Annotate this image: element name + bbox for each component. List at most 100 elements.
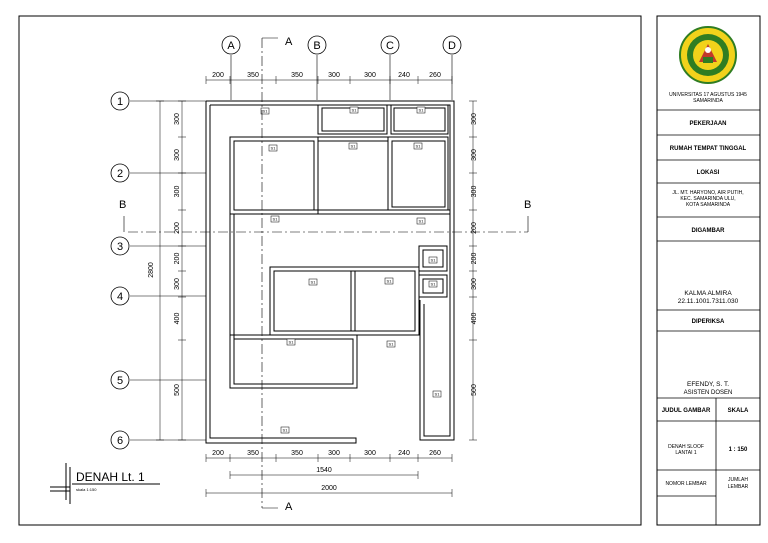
grid-label-row-4: 4 [117,291,123,303]
lecturer-name: EFENDY, S. T. [687,381,729,388]
room-tag-box [384,277,394,285]
room-tag: S1 [387,279,393,284]
lokasi-line3: KOTA SAMARINDA [686,202,731,208]
university-logo [679,26,737,84]
dim-label: 200 [471,222,478,234]
grid-label-row-1: 1 [117,96,123,108]
drawing-scale-note: skala 1:150 [76,487,97,492]
grid-bubble-col [380,35,400,55]
room-tag: S1 [311,280,317,285]
grid-bubble-col [221,35,241,55]
dim-label: 500 [471,384,478,396]
dim-label: 200 [212,450,224,457]
room-tag-box [268,144,278,152]
floor-plan [205,100,455,444]
dim-label-inner-overall: 1540 [316,467,332,474]
dim-label: 200 [212,72,224,79]
room-tag-box [349,106,359,114]
dim-label: 350 [291,450,303,457]
grid-label-col-B: B [313,40,320,52]
lokasi-label: LOKASI [697,170,720,176]
grid-label-col-C: C [386,40,394,52]
room-tag: S1 [263,109,269,114]
room-tag: S1 [389,342,395,347]
room-tag: S1 [419,219,425,224]
pekerjaan-label: PEKERJAAN [689,121,726,127]
room-tag-box [280,426,290,434]
dim-label: 260 [429,72,441,79]
student-name: KALMA ALMIRA [684,290,732,297]
room-tag-box [428,280,438,288]
room-tag-box [386,340,396,348]
dim-label: 200 [174,222,181,234]
dim-label: 240 [398,72,410,79]
student-id: 22.11.1001.7311.030 [678,298,739,305]
diperiksa-label: DIPERIKSA [692,319,725,325]
room-tag-box [308,278,318,286]
room-tag-box [432,390,442,398]
room-tag-box [260,107,270,115]
judul-line1: DENAH SLOOF [668,444,704,450]
dim-label: 300 [174,278,181,290]
room-tag-box [348,142,358,150]
lecturer-role: ASISTEN DOSEN [684,390,733,396]
grid-bubble-row [110,286,130,306]
dim-label: 350 [247,450,259,457]
university-name: UNIVERSITAS 17 AGUSTUS 1945 [669,92,747,98]
dim-label: 200 [174,253,181,265]
digambar-label: DIGAMBAR [692,228,726,234]
room-tag-box [416,217,426,225]
judul-label: JUDUL GAMBAR [662,408,711,414]
nomor-label: NOMOR LEMBAR [665,481,707,487]
drawing-title: DENAH Lt. 1 [76,470,145,484]
dim-label: 400 [174,313,181,325]
grid-label-row-5: 5 [117,375,123,387]
room-tag-box [428,256,438,264]
title-block-frame [656,15,761,526]
room-tag: S1 [419,108,425,113]
room-tag: S1 [351,144,357,149]
jumlah-line2: LEMBAR [728,484,749,490]
outer-wall-outer [206,100,455,441]
room-tag: S1 [283,428,289,433]
drawing-title-block [50,463,160,504]
room-tag: S1 [352,108,358,113]
grid-label-row-6: 6 [117,435,123,447]
room-tag-box [413,142,423,150]
grid-label-col-A: A [227,40,235,52]
skala-label: SKALA [728,408,749,414]
room-tag: S1 [431,258,437,263]
room-tag: S1 [435,392,441,397]
section-a-bottom: A [285,501,293,513]
grid-bubble-col [307,35,327,55]
dim-label: 300 [471,278,478,290]
section-lines [123,37,529,509]
room-tag: S1 [289,340,295,345]
dim-label: 240 [398,450,410,457]
room-tag: S1 [273,217,279,222]
dim-label: 300 [174,186,181,198]
dim-label: 300 [471,149,478,161]
drawing-frame [18,15,642,526]
pekerjaan-value: RUMAH TEMPAT TINGGAL [670,146,747,152]
dim-label: 350 [291,72,303,79]
grid-label-row-2: 2 [117,168,123,180]
west-wall [205,101,357,444]
dim-label: 200 [471,253,478,265]
dim-label: 300 [364,72,376,79]
title-block: UNIVERSITAS 17 AGUSTUS 1945 SAMARINDA PE… [657,26,760,525]
university-city: SAMARINDA [693,98,723,104]
dim-label-overall: 2000 [321,485,337,492]
section-a-top: A [285,36,293,48]
section-b-left: B [119,199,126,211]
dim-label: 300 [471,113,478,125]
dim-label: 300 [328,450,340,457]
judul-line2: LANTAI 1 [675,450,697,456]
grid-label-row-3: 3 [117,241,123,253]
dimensions: 200 350 350 300 300 240 260 200 350 350 300 300 240 2… [148,72,478,497]
dim-label: 350 [247,72,259,79]
room-tag-box [416,106,426,114]
room-tag: S1 [271,146,277,151]
dim-label: 300 [174,149,181,161]
